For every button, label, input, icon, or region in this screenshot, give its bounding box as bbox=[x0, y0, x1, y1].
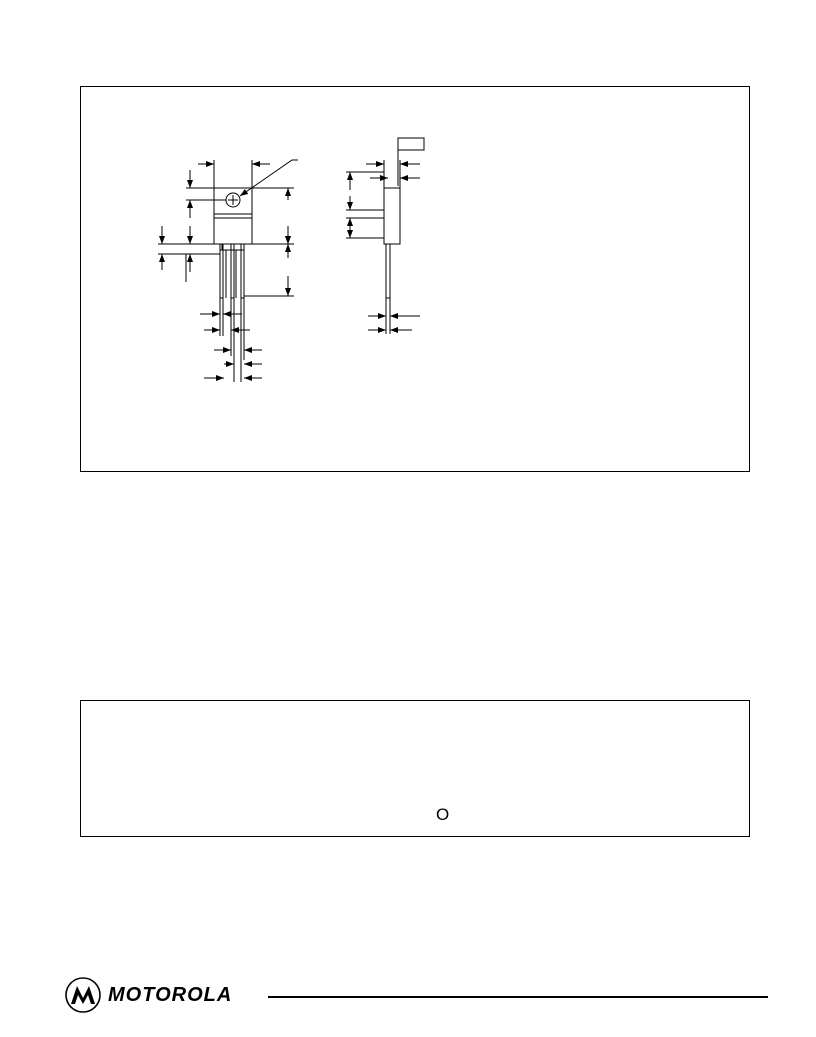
motorola-wordmark: MOTOROLA bbox=[108, 984, 233, 1006]
package-outline-frame bbox=[80, 86, 750, 472]
side-view bbox=[346, 137, 425, 334]
notice-frame bbox=[80, 700, 750, 837]
registered-symbol: O bbox=[436, 805, 450, 824]
footer-rule bbox=[268, 996, 768, 998]
front-view bbox=[158, 159, 298, 382]
motorola-batwing-logo-icon bbox=[65, 977, 101, 1013]
